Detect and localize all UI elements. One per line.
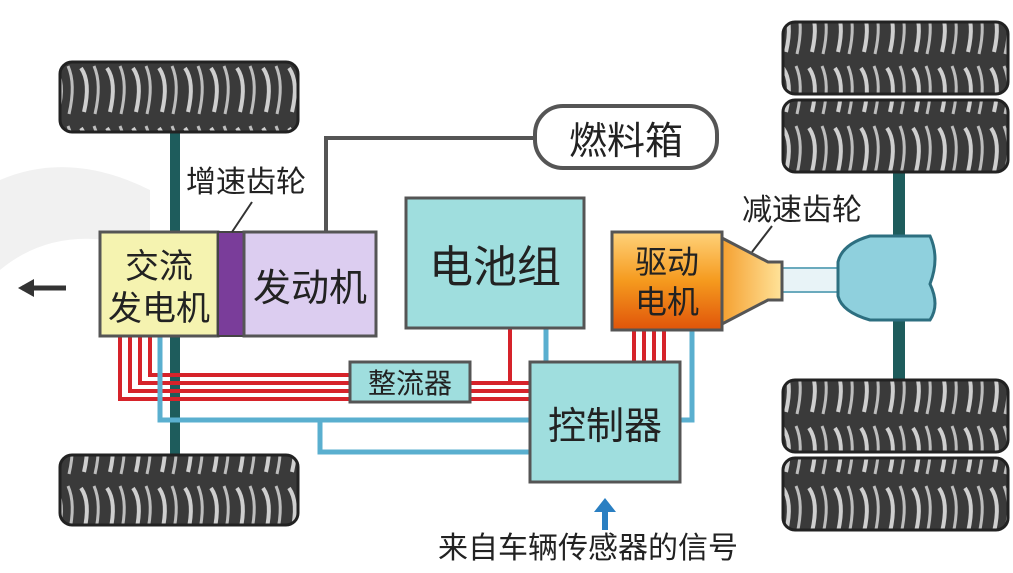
- controller: [528, 360, 682, 484]
- fuel-line: [324, 136, 535, 232]
- speed-up-gear: [217, 231, 245, 337]
- wheel-front-top: [58, 60, 300, 134]
- background-swoosh: [0, 167, 150, 270]
- battery-pack-label: 电池组: [429, 242, 561, 293]
- drive-motor-label-line2: 电机: [634, 283, 699, 321]
- vehicle-sensor-signal-label: 来自车辆传感器的信号: [438, 531, 738, 566]
- rectifier-label: 整流器: [367, 367, 452, 400]
- wheel-rear-top-1: [781, 20, 1010, 96]
- alternator-label-line1: 交流: [125, 246, 193, 287]
- reduction-gear-label: 减速齿轮: [742, 193, 862, 228]
- reduction-gear-leader: [751, 225, 773, 253]
- wheel-rear-top-2: [781, 98, 1010, 174]
- speed-up-gear-leader: [231, 201, 253, 233]
- engine-label: 发动机: [252, 265, 367, 310]
- engine: [242, 230, 378, 338]
- rectifier: [348, 360, 472, 404]
- alternator: [98, 230, 220, 338]
- alternator-label-line2: 发电机: [108, 288, 210, 329]
- signal-cables: [157, 328, 695, 455]
- sensor-arrow-icon: [594, 498, 616, 530]
- drive-motor-label-line1: 驱动: [634, 243, 699, 281]
- differential: [836, 234, 937, 322]
- fuel-tank-label: 燃料箱: [568, 118, 683, 163]
- controller-label: 控制器: [547, 403, 662, 448]
- fuel-tank: [533, 104, 719, 170]
- left-arrow-icon: [18, 279, 66, 297]
- speed-up-gear-label: 增速齿轮: [186, 165, 306, 200]
- battery-pack: [404, 196, 586, 330]
- wheel-rear-bottom-1: [781, 378, 1010, 454]
- wheel-front-bottom: [58, 453, 300, 527]
- reduction-gear: [720, 235, 784, 327]
- wheel-rear-bottom-2: [781, 456, 1010, 532]
